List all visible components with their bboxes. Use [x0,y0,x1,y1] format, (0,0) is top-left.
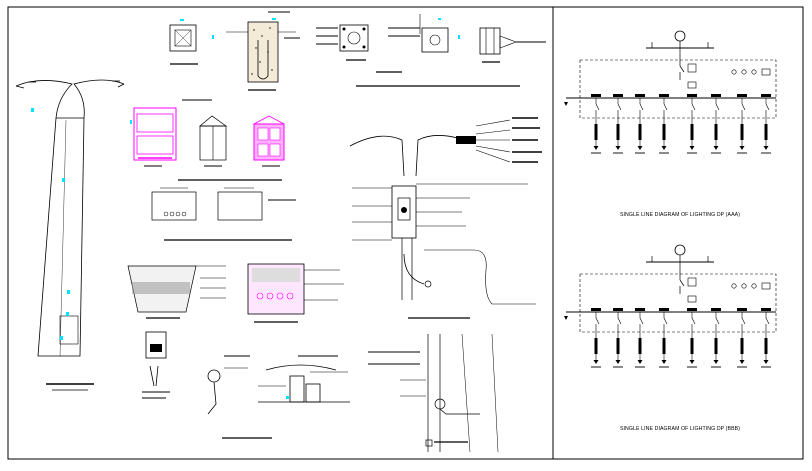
feeder-breaker [663,317,668,325]
feeder-cable-block [690,124,694,140]
feeder-cable-block [638,124,642,140]
cable-trench-section-a [127,265,226,319]
meter-box [687,277,697,287]
kiosk-foundation-section [151,187,296,241]
junction-box-detail [142,331,170,399]
feeder-breaker [617,317,622,325]
anchor-bolt-detail [479,27,546,63]
distribution-panel-enclosure [579,59,777,119]
feeder-cable-block [638,338,642,354]
earthing-arrangement-detail [222,355,350,439]
feeder-cable-block [740,338,744,354]
earth-arrow-icon [564,102,568,106]
feeder-arrow-icon [739,360,745,364]
street-light-pole-elevation [15,79,125,391]
feeder-breaker [691,317,696,325]
feeder-arrow-icon [661,146,667,150]
feeder-arrow-icon [763,146,769,150]
luminaire-arm-detail [349,117,542,177]
feeder-arrow-icon [661,360,667,364]
pole-foundation-section-detail [226,11,300,91]
pole-installation-section [368,333,499,453]
supply-meter-symbol [674,244,686,256]
indicator-lamp-icon [731,283,737,289]
feeder-cable-block [662,338,666,354]
feeder-breaker [741,103,746,111]
feeder-cable-block [714,124,718,140]
cable-trench-section-b [247,263,344,323]
feeder-arrow-icon [637,360,643,364]
base-plate-section-detail [376,14,460,73]
feeder-breaker [663,103,668,111]
pole-base-plan-detail [169,19,214,65]
feeder-cable-block [764,338,768,354]
feeder-cable-block [740,124,744,140]
feeder-cable-block [662,124,666,140]
feeder-cable-block [690,338,694,354]
feeder-arrow-icon [689,146,695,150]
feeder-cable-block [594,124,598,140]
indicator-lamp-icon [741,69,747,75]
feeder-breaker [765,317,770,325]
feeder-breaker [639,103,644,111]
feeder-pillar-panel-layout [253,115,285,167]
feeder-cable-block [616,338,620,354]
diagram-bottom-title: SINGLE LINE DIAGRAM OF LIGHTING DP (BBB) [620,426,740,432]
feeder-breaker [715,103,720,111]
feeder-breaker [617,103,622,111]
feeder-arrow-icon [713,146,719,150]
indicator-lamp-icon [741,283,747,289]
feeder-breaker [765,103,770,111]
single-line-diagram-aaa [564,30,777,154]
feeder-cable-block [714,338,718,354]
feeder-arrow-icon [637,146,643,150]
incomer-breaker [679,65,685,73]
meter-box [687,63,697,73]
feeder-arrow-icon [593,360,599,364]
feeder-pillar-front-elevation [130,99,212,167]
feeder-breaker [595,317,600,325]
distribution-panel-enclosure [579,273,777,333]
pole-joint-section-detail [352,183,536,319]
feeder-arrow-icon [739,146,745,150]
feeder-arrow-icon [763,360,769,364]
indicator-lamp-icon [751,69,757,75]
feeder-cable-block [764,124,768,140]
cable-termination-detail [207,355,250,415]
single-line-diagram-bbb [564,244,777,368]
feeder-breaker [691,103,696,111]
feeder-breaker [595,103,600,111]
feeder-arrow-icon [615,360,621,364]
sheet-border [7,6,804,460]
earth-arrow-icon [564,316,568,320]
incomer-breaker [679,279,685,287]
feeder-breaker [639,317,644,325]
feeder-arrow-icon [593,146,599,150]
feeder-arrow-icon [713,360,719,364]
base-plate-plan-detail [316,24,369,61]
feeder-arrow-icon [615,146,621,150]
supply-meter-symbol [674,30,686,42]
feeder-breaker [741,317,746,325]
feeder-cable-block [594,338,598,354]
diagram-top-title: SINGLE LINE DIAGRAM OF LIGHTING DP (AAA) [620,212,740,218]
feeder-cable-block [616,124,620,140]
indicator-lamp-icon [731,69,737,75]
indicator-lamp-icon [751,283,757,289]
feeder-arrow-icon [689,360,695,364]
feeder-breaker [715,317,720,325]
feeder-pillar-side-elevation [199,115,228,167]
